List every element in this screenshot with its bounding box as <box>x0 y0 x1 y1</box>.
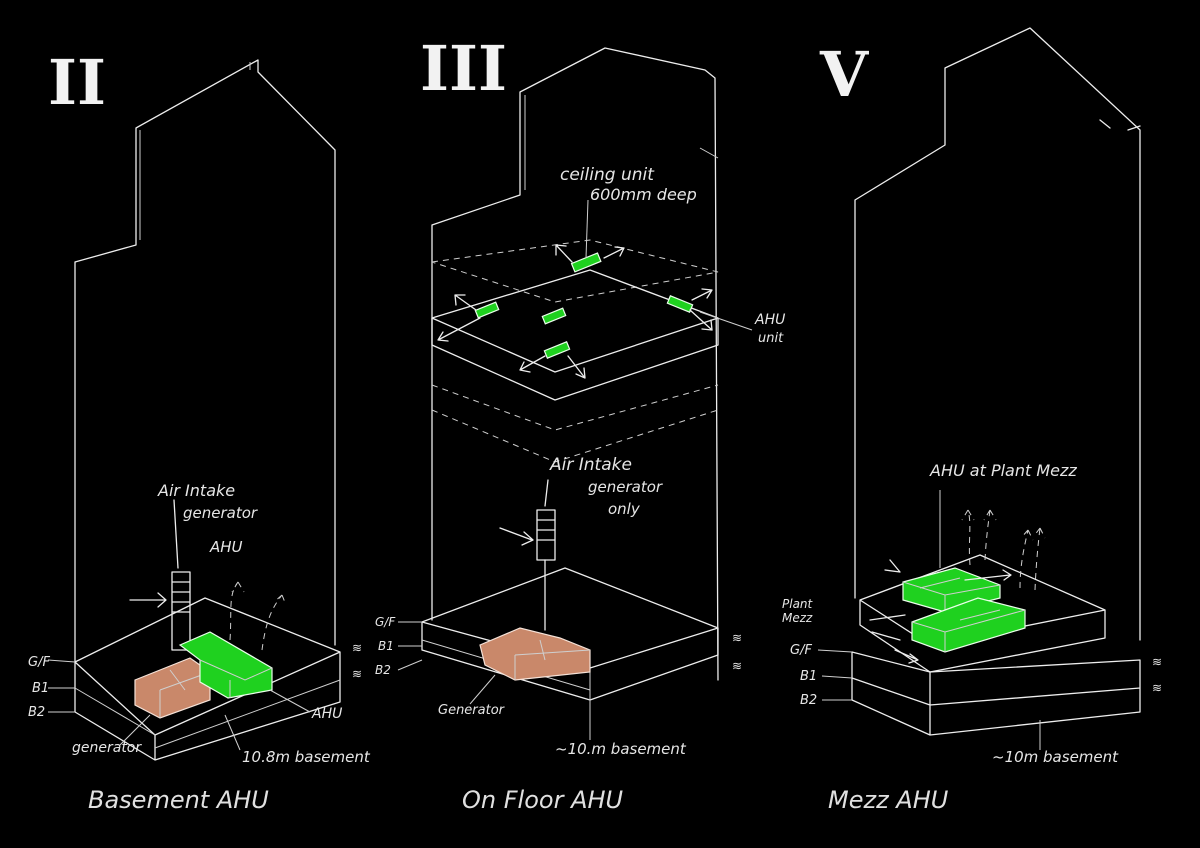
intake-label-line1: Air Intake <box>157 481 235 500</box>
level-label-gf: G/F <box>375 615 396 629</box>
level-label-b1: B1 <box>32 681 49 696</box>
floor-plate-upper <box>431 239 719 303</box>
basement-label: ~10.m basement <box>555 740 687 758</box>
generator-block <box>134 657 211 719</box>
marker-scribble: ≋ <box>732 631 742 645</box>
panel-caption: On Floor AHU <box>462 786 624 814</box>
intake-label-line2: generator <box>183 504 258 522</box>
level-label-b1: B1 <box>800 669 817 684</box>
generator-label: generator <box>72 740 142 756</box>
panel-numeral: II <box>48 46 106 119</box>
panel-caption: Basement AHU <box>88 786 269 814</box>
intake-label-line3: AHU <box>209 538 243 556</box>
intake-label-line1: Air Intake <box>549 455 632 475</box>
tower-outline <box>854 27 1141 641</box>
ahu-unit-label-line1: AHU <box>754 312 785 328</box>
basement-box <box>421 567 719 701</box>
panel-mezz-ahu: V AHU at Plant Mezz Plant Mezz G/F B1 B2… <box>782 27 1162 814</box>
panel-caption: Mezz AHU <box>828 786 949 814</box>
panel-numeral: III <box>420 32 507 105</box>
generator-label: Generator <box>438 703 506 718</box>
floor-plate <box>431 269 719 401</box>
ahu-label: AHU <box>311 706 342 722</box>
ahu-block <box>178 631 273 699</box>
ahu-unit-label-line2: unit <box>758 331 784 346</box>
ceiling-ahu-unit <box>666 295 694 313</box>
ceiling-label-line2: 600mm deep <box>590 185 697 204</box>
ahu-mezz-label: AHU at Plant Mezz <box>929 461 1077 480</box>
plant-mezz-label-line2: Mezz <box>782 611 813 625</box>
basement-label: ~10m basement <box>992 748 1119 766</box>
ceiling-label-line1: ceiling unit <box>560 165 655 185</box>
plant-mezz-label-line1: Plant <box>782 597 814 611</box>
intake-shaft <box>171 571 191 651</box>
panel-on-floor-ahu: III ceiling unit <box>375 32 785 814</box>
level-label-b2: B2 <box>800 693 817 708</box>
panel-numeral: V <box>819 38 869 111</box>
ceiling-ahu-unit <box>541 307 567 325</box>
level-label-b2: B2 <box>375 663 391 677</box>
tower-outline <box>431 47 719 681</box>
basement-box <box>851 651 1141 736</box>
intake-shaft <box>536 509 556 561</box>
level-label-b1: B1 <box>378 639 394 653</box>
basement-label: 10.8m basement <box>242 748 371 766</box>
level-label-b2: B2 <box>28 705 45 720</box>
intake-label-line2: generator <box>588 478 663 496</box>
marker-scribble: ≋ <box>352 667 362 681</box>
marker-scribble: ≋ <box>352 641 362 655</box>
panel-basement-ahu: II G/F B1 B2 ≋ ≋ Air Intake generator AH… <box>28 46 371 814</box>
ceiling-ahu-unit <box>474 301 500 319</box>
level-label-gf: G/F <box>790 643 812 658</box>
ceiling-ahu-unit <box>543 341 571 359</box>
marker-scribble: ≋ <box>1152 655 1162 669</box>
ceiling-ahu-unit <box>570 252 602 273</box>
intake-label-line3: only <box>608 500 641 518</box>
tower-outline <box>74 59 336 663</box>
ahu-block-lower <box>911 597 1026 653</box>
level-label-gf: G/F <box>28 655 50 670</box>
marker-scribble: ≋ <box>732 659 742 673</box>
marker-scribble: ≋ <box>1152 681 1162 695</box>
